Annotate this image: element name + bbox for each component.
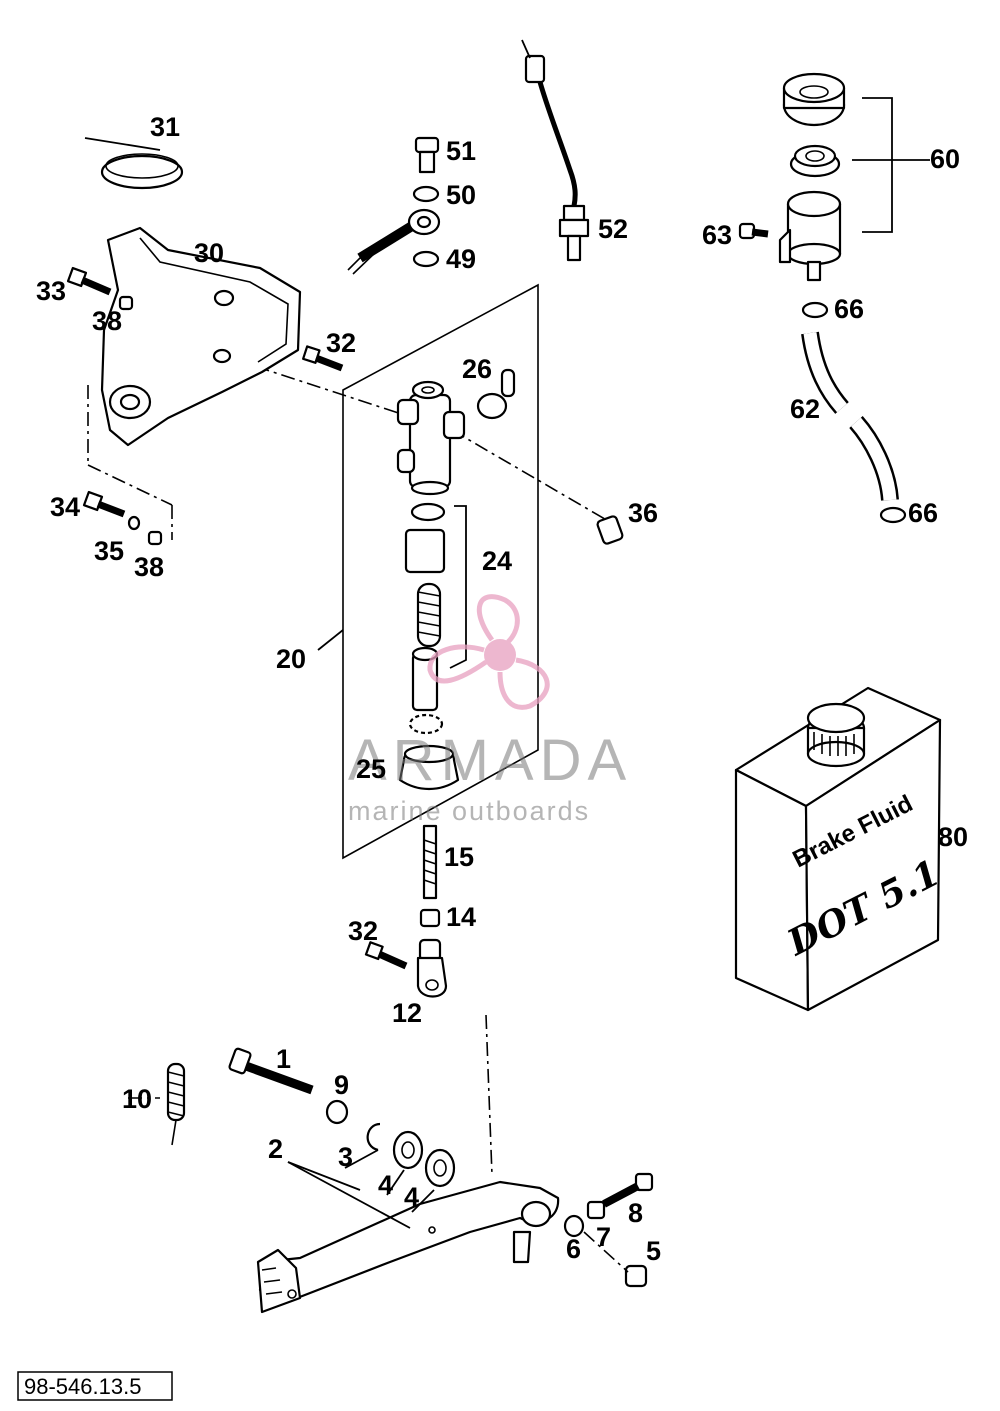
callout-60: 60 <box>930 144 960 174</box>
callout-14: 14 <box>446 902 476 932</box>
washer-9 <box>325 1099 349 1125</box>
clevis-12 <box>416 938 448 998</box>
callout-34: 34 <box>50 492 80 522</box>
bearing-4b <box>424 1148 456 1188</box>
callout-38a: 38 <box>92 306 122 336</box>
washer-49 <box>412 250 440 268</box>
callout-66a: 66 <box>834 294 864 324</box>
master-cylinder-body <box>396 380 466 496</box>
callout-80: 80 <box>938 822 968 852</box>
pushrod <box>422 824 438 900</box>
callout-20: 20 <box>276 644 306 674</box>
callout-50: 50 <box>446 180 476 210</box>
callout-labels: 31 51 50 49 52 60 63 66 62 66 30 33 38 3… <box>36 112 968 1266</box>
callout-1: 1 <box>276 1044 291 1074</box>
callout-26: 26 <box>462 354 492 384</box>
nut-14 <box>419 908 441 928</box>
fitting-26 <box>476 368 516 420</box>
callout-33: 33 <box>36 276 66 306</box>
watermark-logo <box>427 594 550 710</box>
callout-51: 51 <box>446 136 476 166</box>
guide-pedal <box>583 1231 629 1273</box>
callout-9: 9 <box>334 1070 349 1100</box>
banjo-fitting <box>347 208 441 275</box>
brake-light-switch <box>521 39 590 262</box>
brake-fluid-bottle: Brake Fluid DOT 5.1 <box>734 686 947 1012</box>
callout-36: 36 <box>628 498 658 528</box>
diagram-code-box: 98-546.13.5 <box>17 1371 173 1401</box>
callout-38b: 38 <box>134 552 164 582</box>
screw-33 <box>66 266 112 296</box>
heel-guard-plate <box>100 226 302 447</box>
callout-6: 6 <box>566 1234 581 1264</box>
callout-15: 15 <box>444 842 474 872</box>
callout-62: 62 <box>790 394 820 424</box>
reservoir-diaphragm <box>789 144 841 178</box>
callout-66b: 66 <box>908 498 938 528</box>
circlip-3 <box>366 1122 381 1152</box>
brake-pedal <box>256 1180 560 1314</box>
washer-35 <box>127 515 141 531</box>
reservoir-cap <box>782 72 846 127</box>
master-cylinder-frame <box>317 283 539 860</box>
callout-32a: 32 <box>326 328 356 358</box>
callout-4a: 4 <box>378 1170 393 1200</box>
callout-32b: 32 <box>348 916 378 946</box>
clip-36 <box>596 515 624 545</box>
cable-tie <box>84 137 184 190</box>
diagram-code: 98-546.13.5 <box>24 1374 141 1399</box>
callout-49: 49 <box>446 244 476 274</box>
spring <box>416 582 442 648</box>
nut-5 <box>624 1264 648 1288</box>
watermark-tagline: marine outboards <box>348 796 590 826</box>
callout-8: 8 <box>628 1198 643 1228</box>
callout-5: 5 <box>646 1236 661 1266</box>
callout-4b: 4 <box>404 1182 419 1212</box>
leader-lines <box>287 1149 435 1229</box>
o-ring-top <box>410 502 446 522</box>
nut-7 <box>586 1200 606 1220</box>
washer-6 <box>563 1214 585 1238</box>
screw-32-top <box>302 345 344 372</box>
circlip <box>408 713 444 735</box>
callout-10: 10 <box>122 1084 152 1114</box>
bearing-4a <box>392 1130 424 1170</box>
watermark-brand: ARMADA <box>348 728 632 793</box>
reservoir-body <box>778 190 842 282</box>
callout-24: 24 <box>482 546 512 576</box>
washer-50 <box>412 185 440 203</box>
callout-30: 30 <box>194 238 224 268</box>
boot-25 <box>398 744 460 790</box>
callout-2: 2 <box>268 1134 283 1164</box>
callout-3: 3 <box>338 1142 353 1172</box>
bolt-8 <box>602 1172 654 1208</box>
callout-7: 7 <box>596 1222 611 1252</box>
sleeve <box>404 528 446 574</box>
callout-12: 12 <box>392 998 422 1028</box>
spring-10 <box>166 1062 186 1146</box>
callout-31: 31 <box>150 112 180 142</box>
screw-63 <box>738 222 769 240</box>
pivot-bolt-1 <box>228 1047 314 1095</box>
screw-32-lower <box>364 941 408 970</box>
screw-34 <box>82 490 126 518</box>
callout-25: 25 <box>356 754 386 784</box>
banjo-bolt-51 <box>414 136 440 174</box>
callout-63: 63 <box>702 220 732 250</box>
callout-52: 52 <box>598 214 628 244</box>
reservoir-hose <box>801 301 907 524</box>
spacer-38b <box>147 530 163 546</box>
spacer-38a <box>118 295 134 311</box>
callout-35: 35 <box>94 536 124 566</box>
